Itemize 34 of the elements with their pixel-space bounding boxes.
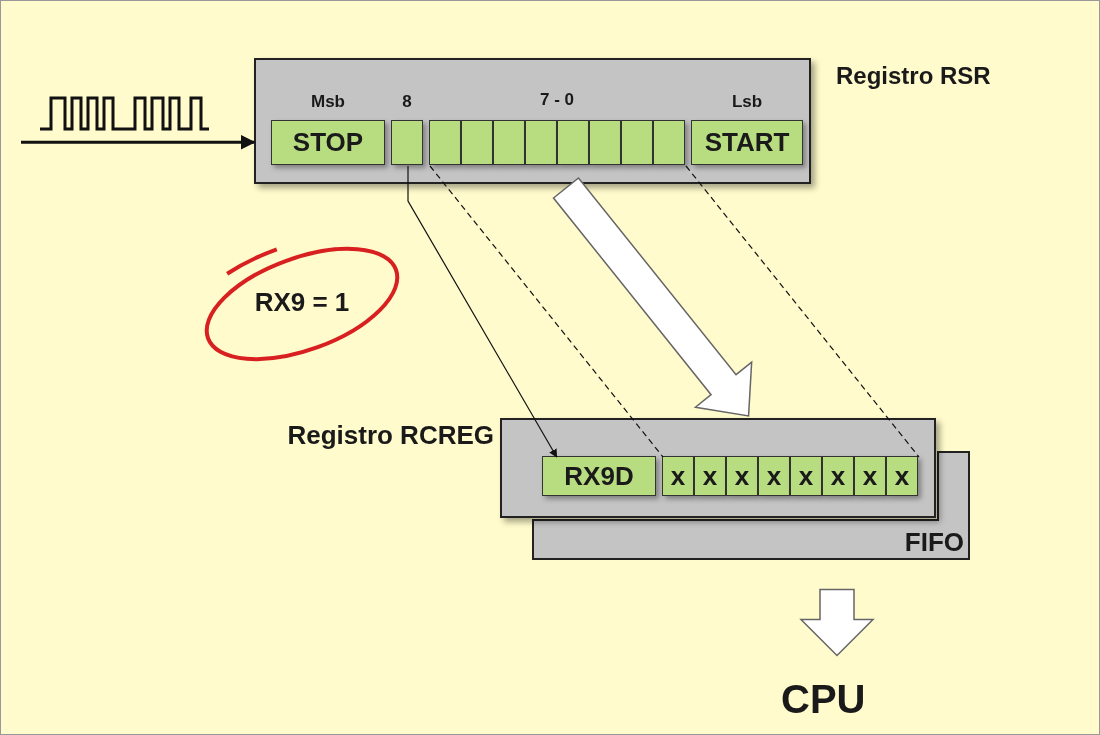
register-cell: STOP	[271, 120, 385, 165]
empty-bit-cell	[589, 120, 621, 165]
register-cell: x	[854, 456, 886, 496]
register-cell: x	[726, 456, 758, 496]
arrow	[21, 134, 256, 150]
empty-bit-cell	[525, 120, 557, 165]
empty-bit-cell	[391, 120, 423, 165]
empty-bit-cell	[653, 120, 685, 165]
bit-label: 8	[401, 92, 413, 112]
empty-bit-cell	[493, 120, 525, 165]
register-cell: x	[662, 456, 694, 496]
register-cell: x	[886, 456, 918, 496]
register-cell: RX9D	[542, 456, 656, 496]
register-cell: x	[822, 456, 854, 496]
empty-bit-cell	[429, 120, 461, 165]
bit-label: Lsb	[730, 92, 764, 112]
fifo-label: FIFO	[904, 527, 964, 558]
register-cell: x	[694, 456, 726, 496]
register-title: Registro RSR	[836, 62, 991, 90]
arrow	[407, 165, 558, 458]
register-cell: x	[758, 456, 790, 496]
condition-text: RX9 = 1	[253, 287, 351, 318]
destination-label: CPU	[781, 677, 891, 725]
block-arrow	[552, 176, 753, 417]
register-cell: x	[790, 456, 822, 496]
bit-label: Msb	[310, 92, 346, 112]
bit-range-label: 7 - 0	[539, 90, 575, 110]
block-arrow	[799, 588, 875, 657]
register-title: Registro RCREG	[287, 420, 494, 451]
empty-bit-cell	[621, 120, 653, 165]
empty-bit-cell	[557, 120, 589, 165]
register-cell: START	[691, 120, 803, 165]
projection-line	[429, 165, 664, 458]
empty-bit-cell	[461, 120, 493, 165]
